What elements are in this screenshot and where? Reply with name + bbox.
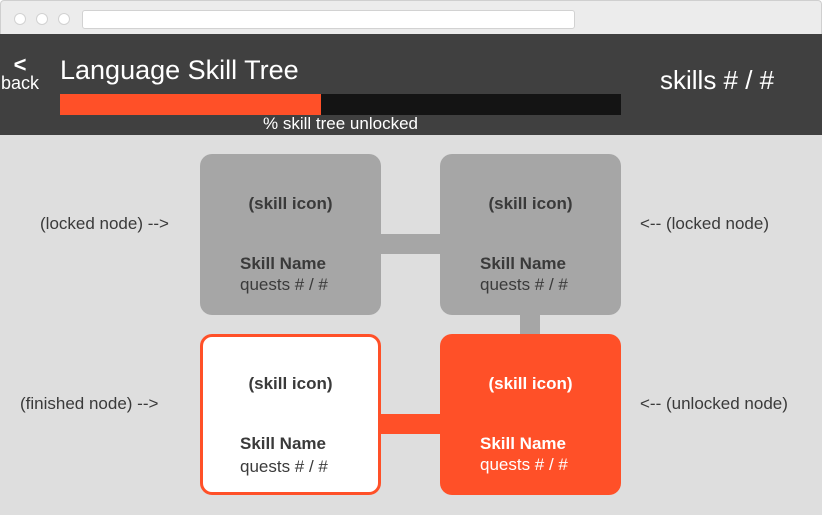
- skill-node-locked[interactable]: (skill icon) Skill Name quests # / #: [440, 154, 621, 315]
- skill-node-finished[interactable]: (skill icon) Skill Name quests # / #: [200, 334, 381, 495]
- browser-chrome: [0, 0, 822, 34]
- address-bar[interactable]: [82, 10, 575, 29]
- skill-name: Skill Name: [240, 254, 326, 273]
- skill-quests: quests # / #: [240, 457, 328, 476]
- skills-count: skills # / #: [660, 65, 775, 95]
- skill-quests: quests # / #: [480, 275, 568, 294]
- annotation-finished: (finished node) -->: [20, 394, 159, 413]
- app-header: < back Language Skill Tree % skill tree …: [0, 34, 822, 135]
- window-close-dot[interactable]: [14, 13, 26, 25]
- skill-icon-placeholder: (skill icon): [488, 194, 573, 213]
- back-label: back: [0, 73, 40, 93]
- skill-node-locked[interactable]: (skill icon) Skill Name quests # / #: [200, 154, 381, 315]
- skill-icon-placeholder: (skill icon): [248, 374, 333, 393]
- skill-name: Skill Name: [240, 434, 326, 453]
- skill-name: Skill Name: [480, 434, 566, 453]
- skill-icon-placeholder: (skill icon): [248, 194, 333, 213]
- skill-quests: quests # / #: [480, 455, 568, 474]
- progress-label: % skill tree unlocked: [263, 114, 418, 133]
- progress-bar: [60, 94, 621, 115]
- skill-tree-canvas: (skill icon) Skill Name quests # / # (sk…: [0, 135, 822, 515]
- skill-quests: quests # / #: [240, 275, 328, 294]
- annotation-locked-right: <-- (locked node): [640, 214, 769, 233]
- connector-bottom: [381, 414, 440, 434]
- back-arrow-icon: <: [13, 52, 27, 77]
- page-title: Language Skill Tree: [60, 55, 299, 85]
- window-maximize-dot[interactable]: [58, 13, 70, 25]
- progress-fill: [60, 94, 321, 115]
- annotation-unlocked: <-- (unlocked node): [640, 394, 788, 413]
- annotation-locked-left: (locked node) -->: [40, 214, 169, 233]
- connector-top: [381, 234, 440, 254]
- skill-name: Skill Name: [480, 254, 566, 273]
- skill-node-unlocked[interactable]: (skill icon) Skill Name quests # / #: [440, 334, 621, 495]
- back-button[interactable]: < back: [0, 52, 40, 93]
- window-minimize-dot[interactable]: [36, 13, 48, 25]
- connector-right: [520, 315, 540, 335]
- skill-icon-placeholder: (skill icon): [488, 374, 573, 393]
